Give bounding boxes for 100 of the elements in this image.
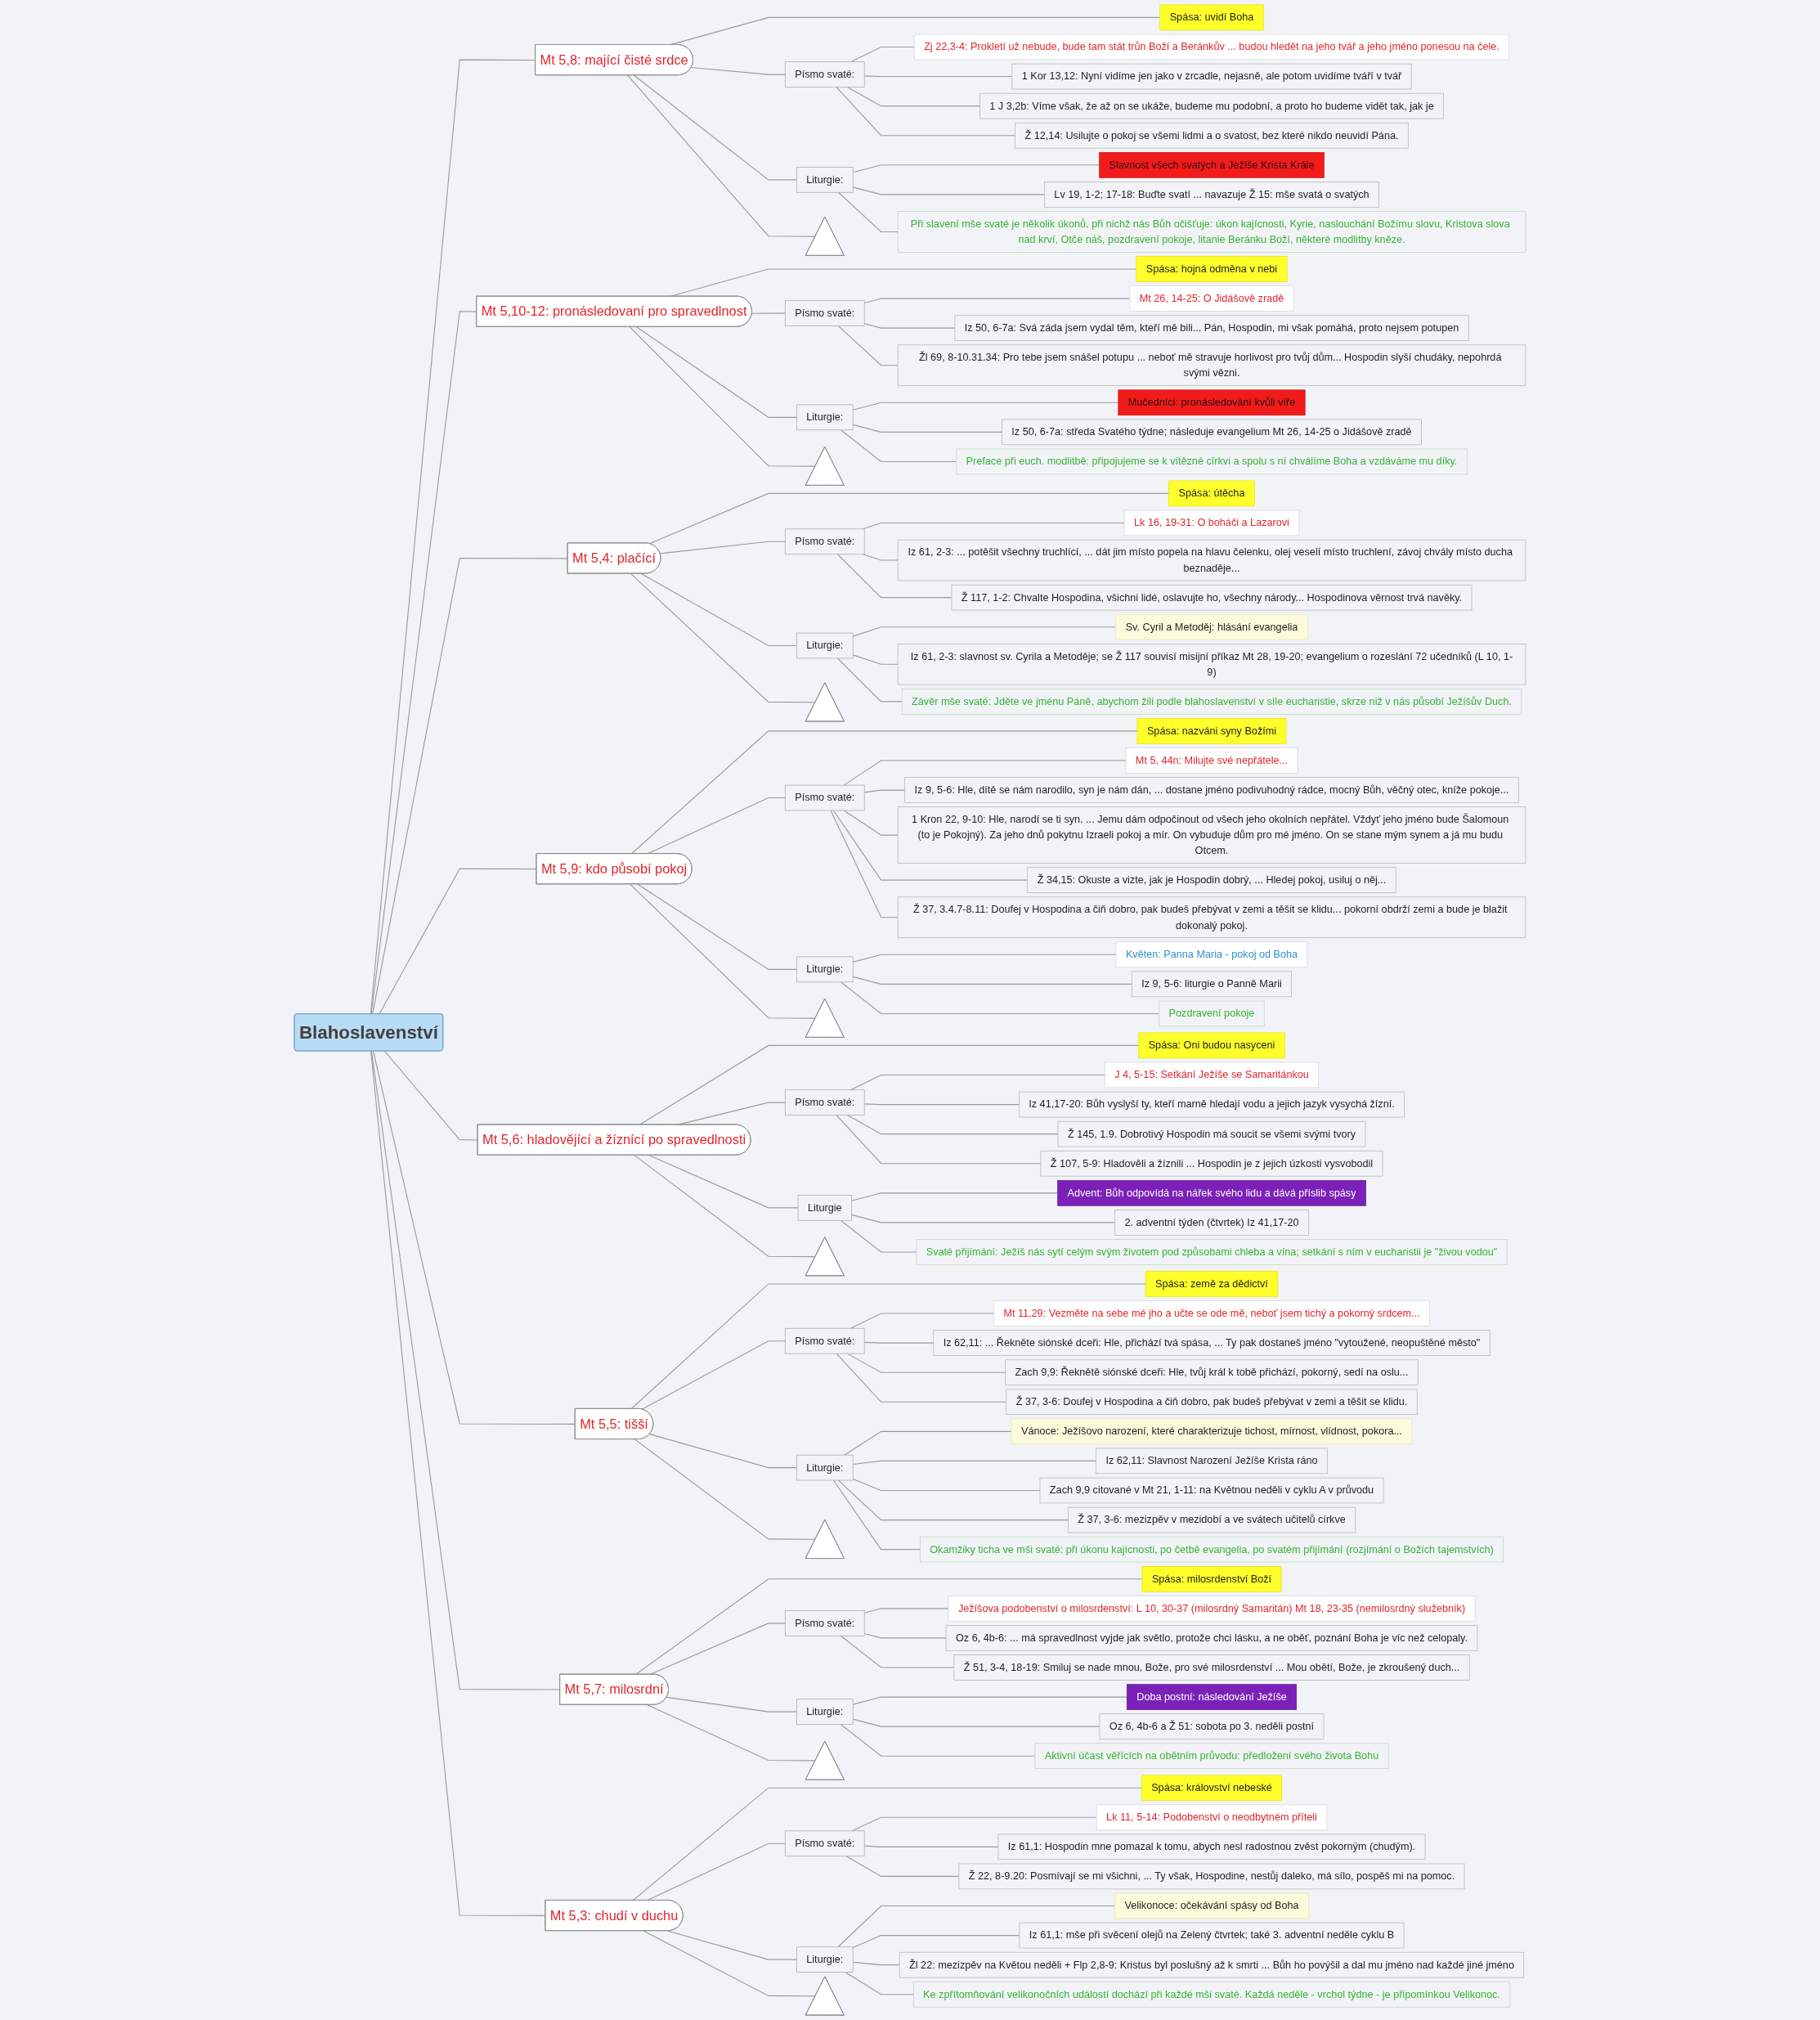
node-box: Iz 41,17-20: Bůh vyslyší ty, kteří marně hledají vodu a jejich jazyk vysychá žízní. <box>1019 1091 1405 1118</box>
connector <box>629 326 816 467</box>
connector <box>751 312 786 314</box>
connector <box>666 1696 797 1713</box>
node-box: Spása: uvidí Boha <box>1159 4 1264 31</box>
node-box: Lk 16, 19-31: O boháči a Lazarovi <box>1123 509 1300 536</box>
node-box: Svaté přijímání: Ježíš nás sytí celým svým životem pod způsobami chleba a vína; setkání s ním v eucharistii je "živou vodou" <box>916 1239 1508 1265</box>
node-box: Ž 107, 5-9: Hladověli a žíznili ... Hospodin je z jejich úzkosti vysvobodil <box>1040 1150 1383 1177</box>
node-box: Ž 22, 8-9.20: Posmívají se mi všichni, ... Ty však, Hospodine, nestůj daleko, má sílo, pospěš mi na pomoc. <box>958 1863 1465 1890</box>
connector <box>630 730 1138 855</box>
connector <box>635 1578 1143 1675</box>
connector <box>846 87 981 107</box>
node-box: Ž 145, 1.9. Dobrotivý Hospodin má soucit se všemi svými tvory <box>1057 1120 1366 1147</box>
connector <box>850 1214 1116 1223</box>
node-box: Iz 50, 6-7a: Svá záda jsem vydal těm, kteří mě bili... Pán, Hospodin, mi však pomáhá, proto nejsem potupen <box>954 315 1469 341</box>
connector <box>836 1115 1042 1165</box>
connector <box>852 976 1132 985</box>
connector <box>832 810 1029 881</box>
node-box: Mt 5, 44n: Milujte své nepřátele... <box>1125 747 1298 774</box>
node-box: Písmo svaté: <box>785 300 865 326</box>
connector <box>852 1935 1020 1948</box>
node-box: Žl 69, 8-10.31.34: Pro tebe jsem snášel potupu ... neboť mě stravuje horlivost pro tvůj dům... Hospodin slyší chudáky, nepohrdá svými vězni. <box>897 344 1526 386</box>
connector <box>863 323 956 329</box>
connector <box>372 557 569 1015</box>
node-box: Sv. Cyril a Metoděj: hlásání evangelia <box>1115 613 1308 640</box>
connector <box>666 1930 797 1960</box>
node-box: Liturgie: <box>796 167 854 193</box>
node-box: Písmo svaté: <box>785 1089 865 1115</box>
connector <box>850 1192 1059 1201</box>
connector <box>634 1439 816 1540</box>
node-box: Iz 61, 2-3: slavnost sv. Cyrila a Metoděje; se Ž 117 souvisí misijní příkaz Mt 28, 19-20; evangelium o rozeslání 72 učedníků (L 10, 1-9) <box>897 644 1526 685</box>
node-box: Ž 117, 1-2: Chvalte Hospodina, všichni lidé, oslavujte ho, všechny národy... Hospodinova věrnost trvá navěky. <box>951 584 1473 611</box>
connector <box>863 1103 1020 1106</box>
connector <box>863 75 1013 78</box>
connector <box>840 1635 955 1668</box>
node-box: 1 Kron 22, 9-10: Hle, narodí se ti syn. ... Jemu dám odpočinout od všech jeho okolních nepřátel. Vždyť jeho jméno bude Šalomoun (to je Pokojný). Za jeho dnů pokytnu Izraeli pokoj a mír. On vybuduje dům pro mé jméno. On se stane mým synem a já mu budu Otcem. <box>897 806 1526 864</box>
connector <box>863 789 906 793</box>
connector <box>852 1479 1041 1492</box>
connector <box>637 883 797 970</box>
node-box: Při slavení mše svaté je několik úkonů, při nichž nás Bůh očišťuje: úkon kajícnosti, Kyrie, naslouchání Božímu slovu, Kristova slova nad krví, Otče náš, pozdravení pokoje, litanie Beránku Boží, některé modlitby kněze. <box>897 211 1526 253</box>
node-box: Spása: Oni budou nasyceni <box>1138 1032 1285 1059</box>
node-box: Ž 37, 3.4.7-8.11: Doufej v Hospodina a čiň dobro, pak budeš přebývat v zemi a těšit se klidu... pokorní obdrží zemi a bude je blažit dokonalý pokoj. <box>897 896 1526 939</box>
node-box: Liturgie: <box>796 404 854 431</box>
connector <box>863 298 1131 303</box>
connector <box>844 1430 1012 1456</box>
node-box: Velikonoce: očekávání spásy od Boha <box>1114 1892 1309 1919</box>
node-box: 2. adventní týden (čtvrtek) Iz 41,17-20 <box>1114 1210 1309 1236</box>
connector <box>634 1155 816 1258</box>
connector <box>627 74 816 237</box>
node-box: Žl 22: mezizpěv na Květou neděli + Flp 2,8-9: Kristus byl poslušný až k smrti ... Bůh ho povýšil a dal mu jméno nad každé jiné jméno <box>899 1951 1525 1978</box>
node-box: Zach 9,9 citované v Mt 21, 1-11: na Květnou neděli v cyklu A v průvodu <box>1039 1477 1384 1504</box>
connector <box>836 554 953 599</box>
connector <box>384 1050 479 1141</box>
connector <box>640 572 797 647</box>
connector <box>636 326 797 418</box>
node-box: Písmo svaté: <box>785 1610 865 1636</box>
connector <box>836 1353 1007 1403</box>
node-box: Květen: Panna Maria - pokoj od Boha <box>1115 941 1308 968</box>
connector <box>832 1479 921 1551</box>
node-box: Ježíšova podobenství o milosrdenství: L 10, 30-37 (milosrdný Samaritán) Mt 18, 23-35 (nemilosrdný služebník) <box>948 1596 1476 1622</box>
connector <box>647 1704 816 1762</box>
connector <box>863 554 899 561</box>
node-box: Aktivní účast věřících na obětním průvodu: předložení svého života Bohu <box>1034 1743 1389 1770</box>
connector <box>639 1044 1140 1125</box>
node-box: Liturgie: <box>796 1454 854 1481</box>
connector <box>379 868 537 1015</box>
connector <box>836 658 903 703</box>
connector <box>691 66 786 75</box>
connector <box>838 325 899 366</box>
connector <box>840 981 1160 1014</box>
connector <box>643 1930 816 1997</box>
connector <box>863 1633 947 1639</box>
node-box: Advent: Bůh odpovídá na nářek svého lidu a dává příslib spásy <box>1057 1180 1366 1206</box>
node-box: Liturgie: <box>796 1699 854 1725</box>
node-box: Vánoce: Ježíšovo narození, které charakterizuje tichost, mírnost, vlídnost, pokora... <box>1011 1418 1413 1445</box>
node-box: Lv 19, 1-2; 17-18: Buďte svatí ... navazuje Ž 15: mše svatá o svatých <box>1044 182 1379 208</box>
connector <box>840 1724 1036 1757</box>
node-box: Iz 62,11: ... Řekněte siónské dceři: Hle, přichází tvá spása, ... Ty pak dostaneš jméno "vytoužené, neopuštěné město" <box>933 1330 1491 1356</box>
connector <box>630 1283 1146 1410</box>
node-box: Písmo svaté: <box>785 61 865 88</box>
node-box: Slavnost všech svatých a Ježíše Krista Krále <box>1099 152 1325 178</box>
node-box: Spása: království nebeské <box>1141 1775 1283 1801</box>
connector <box>852 1460 1097 1466</box>
node-box: Zach 9,9: Řeknětě siónské dceři: Hle, tvůj král k tobě přichází, pokorný, sedí na oslu... <box>1005 1359 1419 1385</box>
connector <box>837 1905 1116 1948</box>
node-box: Mt 26, 14-25: O Jidášově zradě <box>1129 285 1294 312</box>
node-box: Liturgie: <box>796 956 854 983</box>
connector <box>852 186 1046 195</box>
connector <box>630 883 816 1019</box>
connector <box>852 654 899 665</box>
connector <box>648 1155 799 1209</box>
node-box: J 4, 5-15: Setkání Ježíše se Samaritánkou <box>1105 1062 1320 1089</box>
connector <box>846 1115 1059 1135</box>
node-box: Mt 11,29: Vezměte na sebe mé jho a učte se ode mě, neboť jsem tichý a pokorný srdcem... <box>993 1300 1430 1326</box>
node-box: Mučedníci: pronásledování kvůli víře <box>1118 389 1306 416</box>
node-box: Spása: útěcha <box>1168 480 1255 507</box>
node-box: Oz 6, 4b-6 a Ž 51: sobota po 3. neděli postní <box>1099 1713 1325 1739</box>
connector <box>852 424 1003 433</box>
connector <box>370 311 477 1015</box>
node-box: Iz 50, 6-7a: středa Svatého týdne; následuje evangelium Mt 26, 14-25 o Jidášově zradě <box>1002 419 1422 446</box>
